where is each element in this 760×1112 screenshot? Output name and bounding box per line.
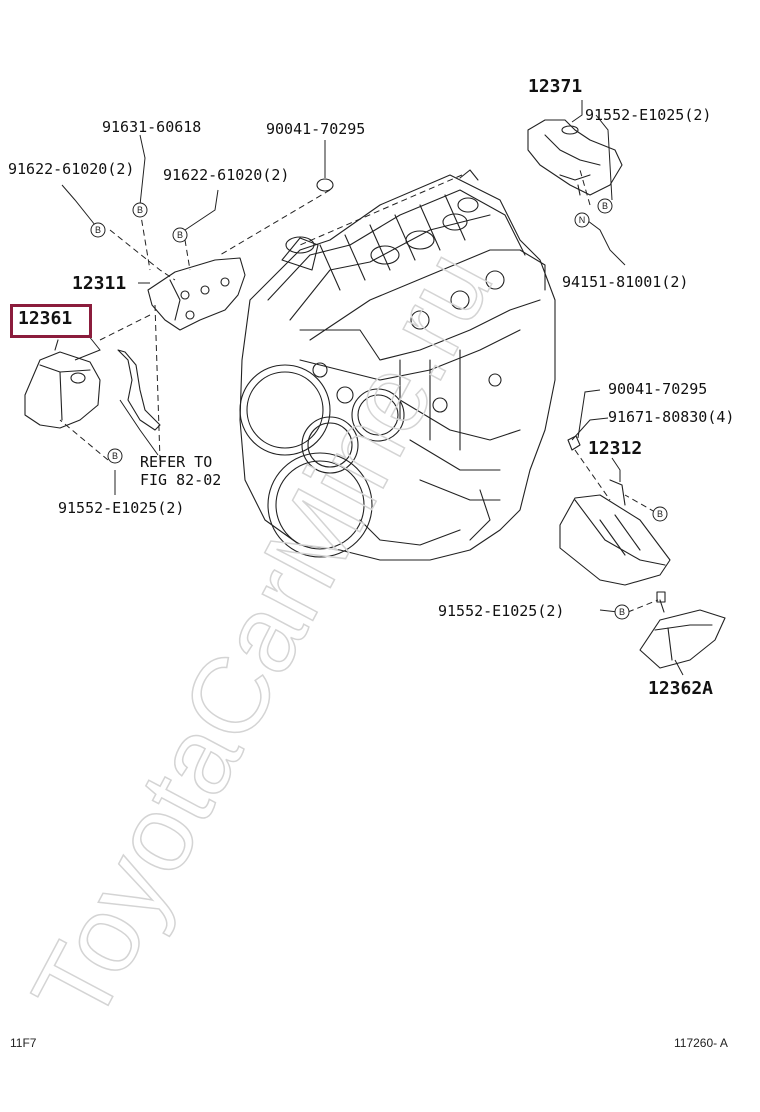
bracket-12311-shape — [147, 257, 246, 331]
bolt-marker: B — [602, 201, 608, 211]
part-label-91671[interactable]: 91671-80830(4) — [608, 408, 735, 426]
part-label-90041-top[interactable]: 90041-70295 — [266, 120, 366, 138]
bracket-12371-shape — [527, 119, 623, 196]
highlight-box — [10, 304, 92, 338]
part-label-91622-right[interactable]: 91622-61020(2) — [163, 166, 290, 184]
mount-12361-shape — [24, 339, 101, 429]
bolt-marker: B — [95, 225, 101, 235]
engine-block — [239, 169, 556, 561]
part-label-90041-right[interactable]: 90041-70295 — [608, 380, 708, 398]
part-label-12371[interactable]: 12371 — [528, 76, 583, 97]
part-label-12312[interactable]: 12312 — [588, 438, 643, 459]
part-label-12361[interactable]: 12361 — [18, 308, 73, 329]
mount-12362A-shape — [639, 591, 726, 669]
bolt-marker: B — [657, 509, 663, 519]
refer-text-line1: REFER TO — [140, 453, 213, 471]
footer-right-code: 117260- A — [674, 1036, 728, 1050]
nut-90041-right — [567, 435, 581, 451]
part-label-91552-mid[interactable]: 91552-E1025(2) — [438, 602, 565, 620]
part-label-12311[interactable]: 12311 — [72, 273, 127, 294]
bolt-marker: B — [112, 451, 118, 461]
nut-marker: N — [579, 215, 586, 225]
bolt-marker: B — [177, 230, 183, 240]
refer-text-line2[interactable]: FIG 82-02 — [140, 471, 222, 489]
part-label-12362A[interactable]: 12362A — [648, 678, 714, 699]
bolt-marker: B — [137, 205, 143, 215]
part-label-94151[interactable]: 94151-81001(2) — [562, 273, 689, 291]
nut-90041-top — [316, 178, 334, 192]
footer-left-code: 11F7 — [10, 1036, 37, 1050]
part-label-91552-top[interactable]: 91552-E1025(2) — [585, 106, 712, 124]
part-label-91622-left[interactable]: 91622-61020(2) — [8, 160, 135, 178]
bracket-12312-shape — [559, 479, 671, 586]
part-label-91631[interactable]: 91631-60618 — [102, 118, 202, 136]
part-label-91552-left[interactable]: 91552-E1025(2) — [58, 499, 185, 517]
bolt-marker: B — [619, 607, 625, 617]
